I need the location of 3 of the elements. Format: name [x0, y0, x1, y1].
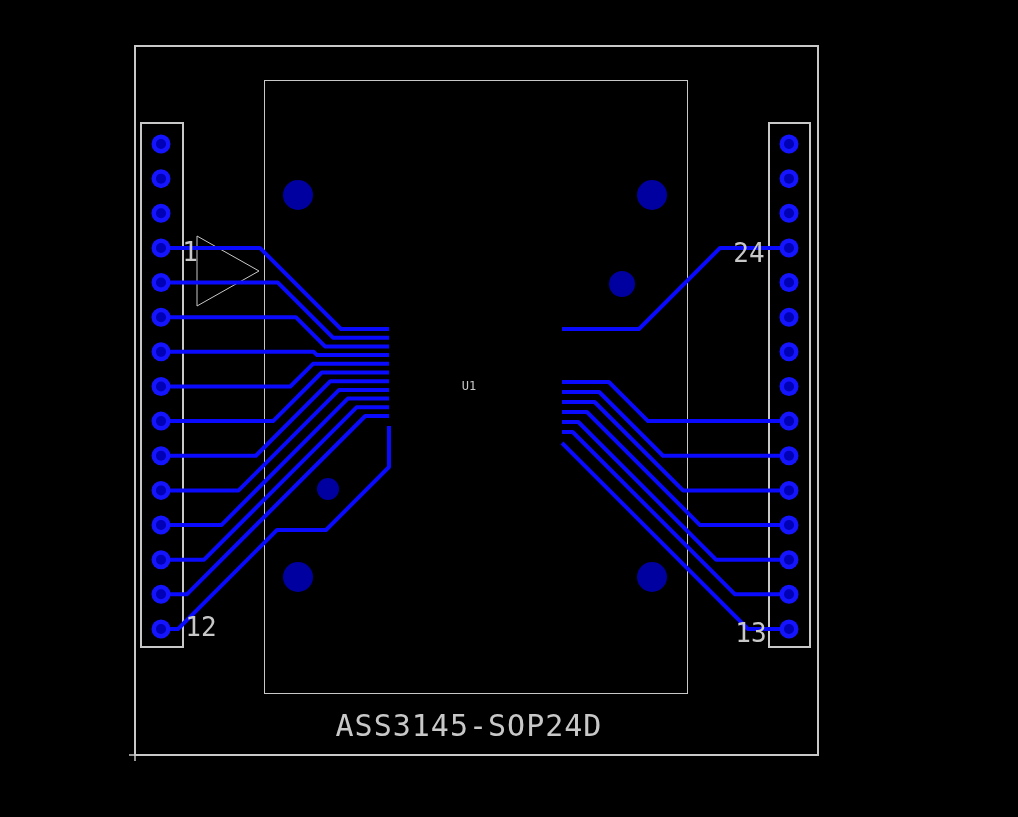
part-name: ASS3145-SOP24D [335, 711, 603, 741]
reference-designator: U1 [461, 380, 477, 392]
pin-number: 12 [185, 614, 217, 640]
